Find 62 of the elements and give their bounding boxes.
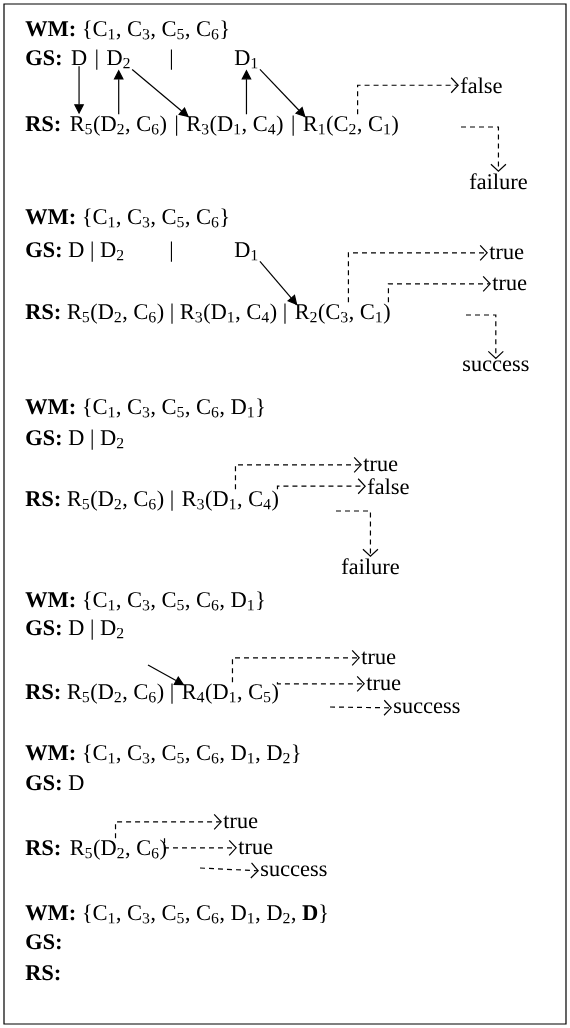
dashed-arrow — [357, 77, 459, 115]
separator: | — [170, 49, 172, 70]
dashed-arrow — [199, 862, 259, 879]
outcome-label: failure — [341, 558, 399, 575]
state-line: WM: {C$_{1}$, C$_{3}$, C$_{5}$, C$_{6}$, D$_{1}$} — [25, 591, 264, 611]
outcome-label: true — [223, 815, 258, 829]
dashed-arrow — [460, 126, 507, 173]
dashed-arrow — [276, 675, 365, 692]
dashed-arrow — [114, 813, 222, 839]
outcome-label: success — [394, 702, 460, 714]
row-label: GS: — [26, 50, 61, 66]
dashed-arrow — [231, 649, 360, 683]
dashed-arrow — [163, 837, 237, 856]
dashed-arrow — [347, 244, 488, 303]
dashed-arrow — [329, 699, 392, 716]
goal-symbol: D$_{1}$ — [234, 242, 258, 261]
outcome-label: failure — [469, 173, 527, 190]
rule-text: R$_{4}$(D$_{1}$, C$_{5}$) — [182, 683, 278, 704]
separator: | — [176, 115, 178, 136]
outcome-label: false — [367, 478, 409, 495]
dashed-arrow — [234, 456, 362, 490]
state-line: GS: D | D$_{2}$ — [26, 241, 124, 262]
outcome-label: true — [366, 677, 401, 691]
state-line: RS: R$_{5}$(D$_{2}$, C$_{6}$) | R$_{3}$(D$_{1}$, C$_{4}$) | — [25, 303, 286, 324]
dashed-arrow — [335, 510, 379, 558]
dashed-arrow — [276, 478, 366, 495]
outcome-label: true — [489, 246, 524, 260]
row-label: RS: — [25, 840, 60, 856]
outcome-label: true — [492, 277, 527, 291]
rule-text: R$_{1}$(C$_{2}$, C$_{1}$) — [303, 115, 398, 136]
outcome-label: success — [261, 865, 327, 877]
state-line: WM: {C$_{1}$, C$_{3}$, C$_{5}$, C$_{6}$, D$_{1}$, D$_{2}$} — [25, 744, 300, 764]
dashed-arrow — [465, 314, 504, 360]
goal-symbol: D$_{2}$ — [107, 50, 130, 69]
outcome-label: success — [463, 360, 529, 372]
rule-text: R$_{5}$(D$_{2}$, C$_{6}$) — [70, 115, 166, 136]
state-line: GS: D — [26, 775, 84, 791]
rule-text: R$_{5}$(D$_{2}$, C$_{6}$) — [70, 839, 166, 860]
row-label: RS: — [25, 965, 60, 981]
row-label: GS: — [26, 934, 61, 950]
goal-symbol: D$_{1}$ — [234, 50, 258, 69]
separator: | — [292, 115, 294, 136]
outcome-label: true — [238, 841, 273, 855]
outcome-label: true — [363, 458, 398, 472]
outcome-label: true — [361, 651, 396, 665]
rule-text: R$_{3}$(D$_{1}$, C$_{4}$) — [182, 490, 278, 511]
state-line: GS: D | D$_{2}$ — [26, 429, 124, 450]
separator: | — [170, 241, 172, 262]
state-line: WM: {C$_{1}$, C$_{3}$, C$_{5}$, C$_{6}$} — [25, 20, 229, 40]
goal-symbol: D — [71, 50, 87, 66]
state-line: GS: D | D$_{2}$ — [26, 619, 124, 640]
state-line: RS: R$_{5}$(D$_{2}$, C$_{6}$) | — [25, 490, 173, 511]
row-label: RS: — [25, 116, 60, 132]
separator: | — [96, 49, 98, 70]
state-line: WM: {C$_{1}$, C$_{3}$, C$_{5}$, C$_{6}$, D$_{1}$} — [25, 398, 264, 418]
rule-text: R$_{3}$(D$_{1}$, C$_{4}$) — [186, 115, 283, 136]
state-line: WM: {C$_{1}$, C$_{3}$, C$_{5}$, C$_{6}$} — [25, 208, 229, 228]
outcome-label: false — [460, 77, 502, 94]
state-line: RS: R$_{5}$(D$_{2}$, C$_{6}$) | — [25, 683, 173, 704]
state-line: WM: {C$_{1}$, C$_{3}$, C$_{5}$, C$_{6}$, D$_{1}$, D$_{2}$, D} — [25, 904, 327, 924]
rule-text: R$_{2}$(C$_{3}$, C$_{1}$) — [295, 303, 390, 324]
dashed-arrow — [387, 275, 491, 303]
